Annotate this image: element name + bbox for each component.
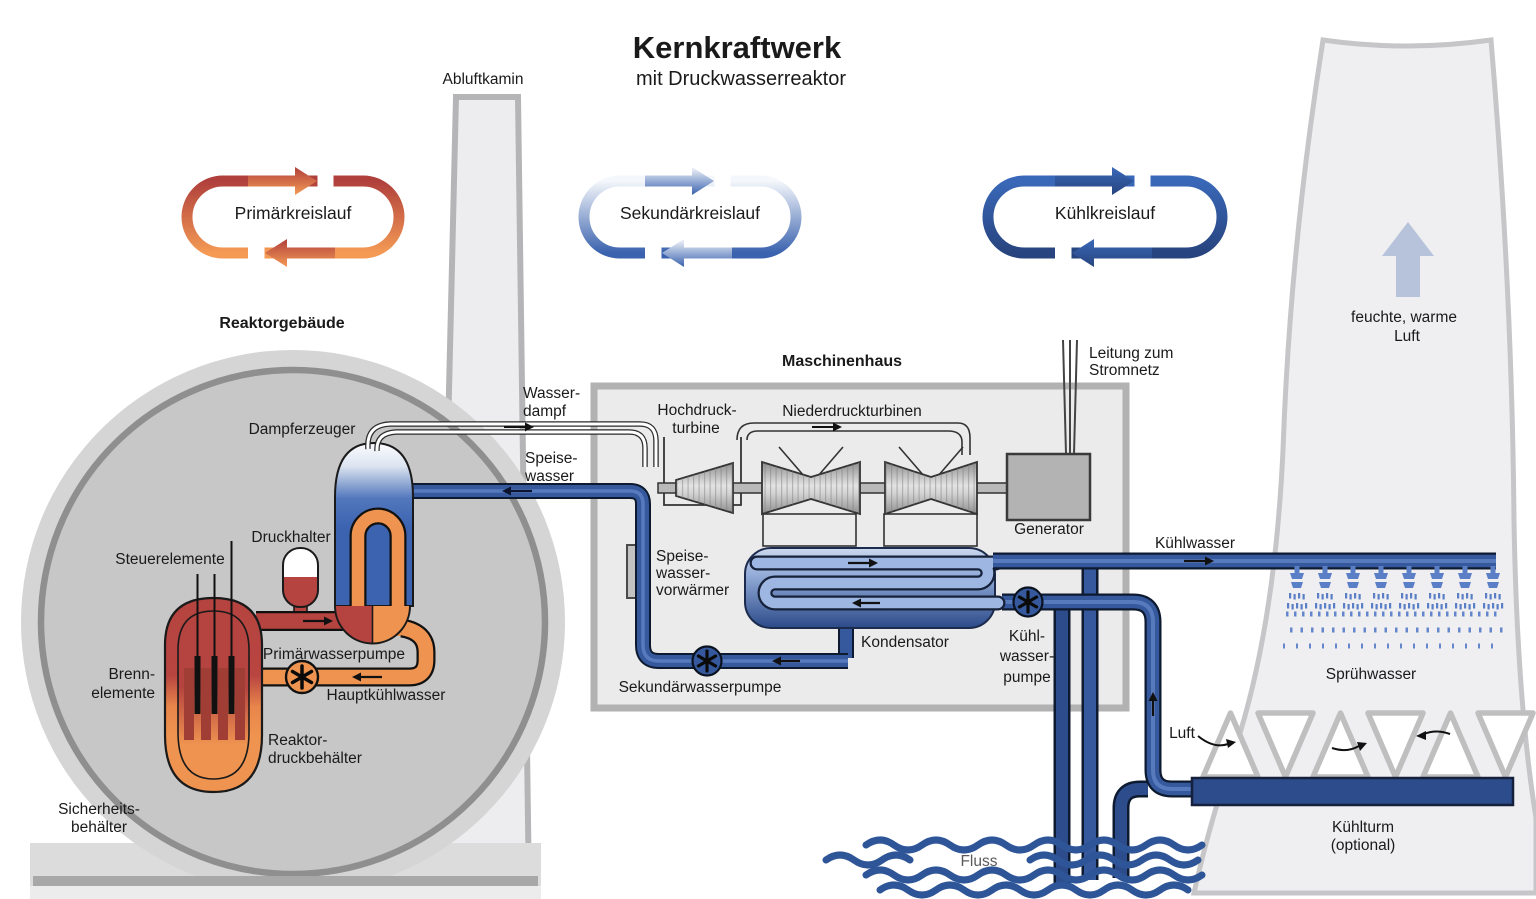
- sg-u-tube: [351, 509, 405, 636]
- feedwater-pipe: [410, 483, 848, 669]
- riser-flow-arrow: [1148, 692, 1158, 716]
- primary-loop-icon: [181, 167, 405, 267]
- cooling-tower-shell: [1190, 37, 1536, 896]
- hp-casing: [663, 437, 742, 506]
- label-feedwater-1: Speise-: [525, 450, 578, 467]
- label-grid-line-2: Stromnetz: [1089, 362, 1160, 379]
- foundation-stripe: [33, 876, 538, 886]
- air-flow-arrows: [1197, 730, 1451, 752]
- sprinklers: [1283, 566, 1505, 649]
- label-hp-turbine-2: turbine: [672, 420, 719, 437]
- warm-air-arrow-icon: [1382, 222, 1434, 297]
- lp-turbine-1-icon: [761, 460, 861, 516]
- cooling-loop-icon: [982, 167, 1228, 267]
- label-preheater-2: wasser-: [655, 565, 710, 582]
- label-moist-air-1: feuchte, warme: [1351, 309, 1457, 326]
- turbine-set: [657, 422, 1008, 547]
- label-grid-line-1: Leitung zum: [1089, 345, 1173, 362]
- generator-unit: [1005, 339, 1092, 522]
- cooling-tower-basin: [1190, 776, 1515, 807]
- label-preheater-1: Speise-: [656, 548, 709, 565]
- label-spray-water: Sprühwasser: [1326, 666, 1416, 683]
- feedwater-flow-arrow: [502, 486, 532, 496]
- cooling-water-pump-icon: [1012, 586, 1044, 618]
- label-cw-pump-1: Kühl-: [1009, 628, 1045, 645]
- label-machine-hall: Maschinenhaus: [782, 353, 902, 370]
- steam-flow-arrow: [504, 422, 534, 432]
- control-rods-icon: [194, 541, 235, 714]
- label-feedwater-2: wasser: [524, 468, 574, 485]
- label-hp-turbine-1: Hochdruck-: [657, 402, 736, 419]
- label-fuel-2: elemente: [91, 685, 155, 702]
- hp-turbine-icon: [675, 461, 734, 515]
- label-reactor-building: Reaktorgebäude: [219, 315, 344, 332]
- label-cooling-tower-1: Kühlturm: [1332, 819, 1394, 836]
- label-control-rods: Steuerelemente: [115, 551, 224, 568]
- cold-leg-flow-arrow: [352, 672, 382, 682]
- label-condenser: Kondensator: [861, 634, 949, 651]
- page-subtitle: mit Druckwasserreaktor: [636, 68, 846, 90]
- condenser-unit: [744, 547, 1006, 658]
- label-cooling-water: Kühlwasser: [1155, 535, 1235, 552]
- river-waves: [822, 836, 1206, 899]
- label-cooling-tower-2: (optional): [1331, 837, 1396, 854]
- crossover-flow-arrow: [812, 422, 842, 432]
- generator-box: [1005, 452, 1092, 522]
- primary-pump-icon: [284, 659, 320, 695]
- condensate-flow-arrow: [772, 656, 800, 666]
- label-cooling-loop: Kühlkreislauf: [1055, 203, 1155, 223]
- label-containment-2: behälter: [71, 819, 127, 836]
- label-fuel-1: Brenn-: [108, 666, 155, 683]
- cold-leg-pipe: [256, 618, 436, 687]
- label-steam-2: dampf: [523, 403, 567, 420]
- reactor-pressure-vessel: [163, 541, 264, 794]
- label-rpv-2: druckbehälter: [268, 750, 362, 767]
- secondary-pump-icon: [691, 645, 723, 677]
- label-secondary-pump: Sekundärwasserpumpe: [619, 679, 782, 696]
- label-cw-pump-3: pumpe: [1003, 669, 1050, 686]
- label-rpv-1: Reaktor-: [268, 732, 327, 749]
- label-air: Luft: [1169, 725, 1196, 742]
- cooling-water-flow-arrow: [1184, 556, 1214, 566]
- label-chimney: Abluftkamin: [443, 71, 524, 88]
- label-primary-pump: Primärwasserpumpe: [263, 646, 405, 663]
- sg-plenum: [334, 605, 411, 645]
- label-river: Fluss: [960, 853, 997, 870]
- steam-generator-unit: [334, 441, 414, 636]
- label-secondary-loop: Sekundärkreislauf: [620, 203, 760, 223]
- label-pressurizer: Druckhalter: [251, 529, 330, 546]
- hot-leg-flow-arrow: [303, 616, 333, 626]
- label-moist-air-2: Luft: [1394, 328, 1421, 345]
- steam-pipe: [365, 421, 659, 467]
- coil-top-flow-arrow: [848, 558, 878, 568]
- river-pipes: [1053, 562, 1148, 885]
- label-preheater-3: vorwärmer: [656, 582, 729, 599]
- lp-turbine-2-icon: [884, 460, 978, 516]
- secondary-loop-icon: [578, 167, 802, 267]
- cooling-tower-truss: [1200, 710, 1536, 780]
- label-primary-loop: Primärkreislauf: [235, 203, 352, 223]
- flow-arrows: [303, 422, 1451, 752]
- page-title: Kernkraftwerk: [633, 30, 842, 65]
- label-lp-turbines: Niederdruckturbinen: [782, 403, 922, 420]
- label-steam-generator: Dampferzeuger: [249, 421, 356, 438]
- label-containment-1: Sicherheits-: [58, 801, 140, 818]
- coil-bottom-flow-arrow: [852, 598, 880, 608]
- label-generator: Generator: [1014, 521, 1084, 538]
- label-steam-1: Wasser-: [523, 385, 580, 402]
- label-main-cooling-water: Hauptkühlwasser: [327, 687, 446, 704]
- label-cw-pump-2: wasser-: [999, 648, 1054, 665]
- foundation-bottom-band: [30, 886, 541, 899]
- pressurizer-icon: [282, 547, 319, 608]
- fuel-rods-icon: [184, 668, 245, 740]
